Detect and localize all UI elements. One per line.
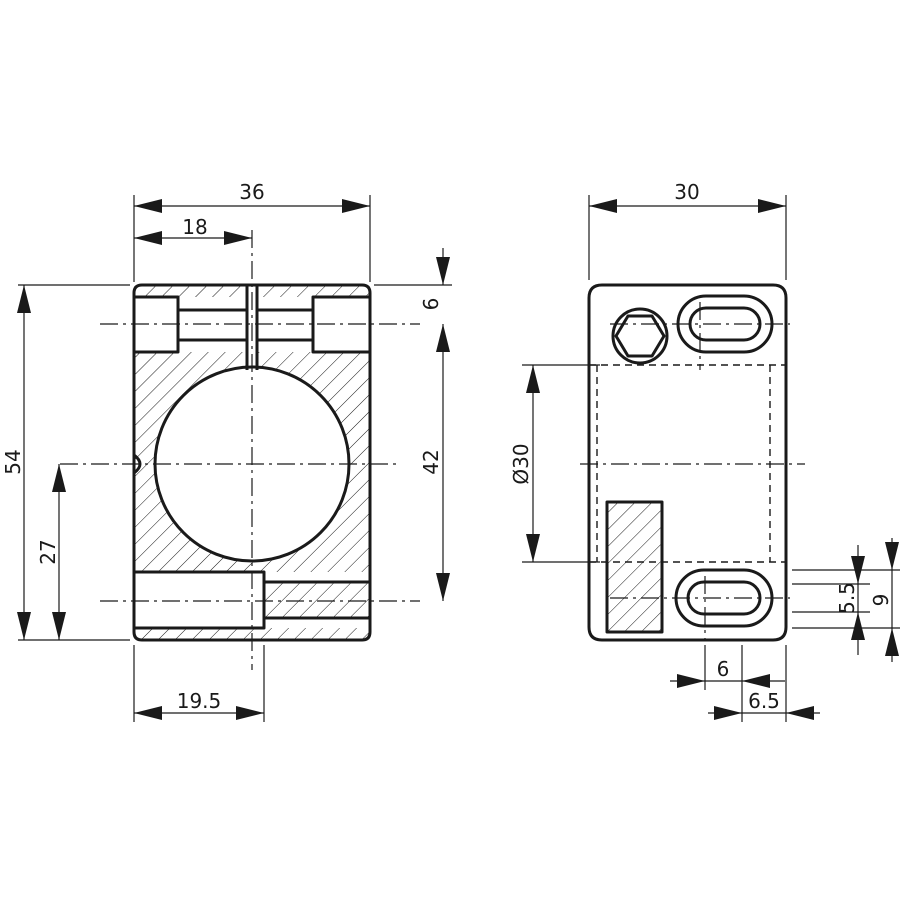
- dim-slot-offset-6-5: 6.5: [748, 689, 780, 713]
- dim-height-42: 42: [419, 449, 443, 474]
- dim-slot-offset-6: 6: [717, 657, 730, 681]
- side-view: [580, 283, 805, 642]
- side-bolt-head: [611, 307, 669, 365]
- dim-height-27: 27: [36, 539, 60, 564]
- front-dimensions: 36 18 54 27 6 42 19.5: [1, 180, 452, 722]
- front-body-outline: [132, 283, 372, 642]
- dim-height-54: 54: [1, 449, 25, 474]
- dim-width-36: 36: [239, 180, 264, 204]
- dim-width-19-5: 19.5: [177, 689, 222, 713]
- dim-width-30: 30: [674, 180, 699, 204]
- side-body-outline: [587, 283, 788, 642]
- dim-width-18: 18: [182, 215, 207, 239]
- front-bolt-head-right: [311, 295, 372, 354]
- front-view: [60, 230, 420, 670]
- dim-slot-height-5-5: 5.5: [835, 582, 859, 614]
- dim-height-6: 6: [419, 298, 443, 311]
- dim-slot-height-9: 9: [869, 594, 893, 607]
- dim-bore-diameter: Ø30: [509, 443, 533, 484]
- front-bottom-pin: [132, 570, 266, 630]
- side-dimensions: 30 Ø30 6 6.5 5.5 9: [509, 180, 900, 722]
- side-key-block: [605, 500, 664, 634]
